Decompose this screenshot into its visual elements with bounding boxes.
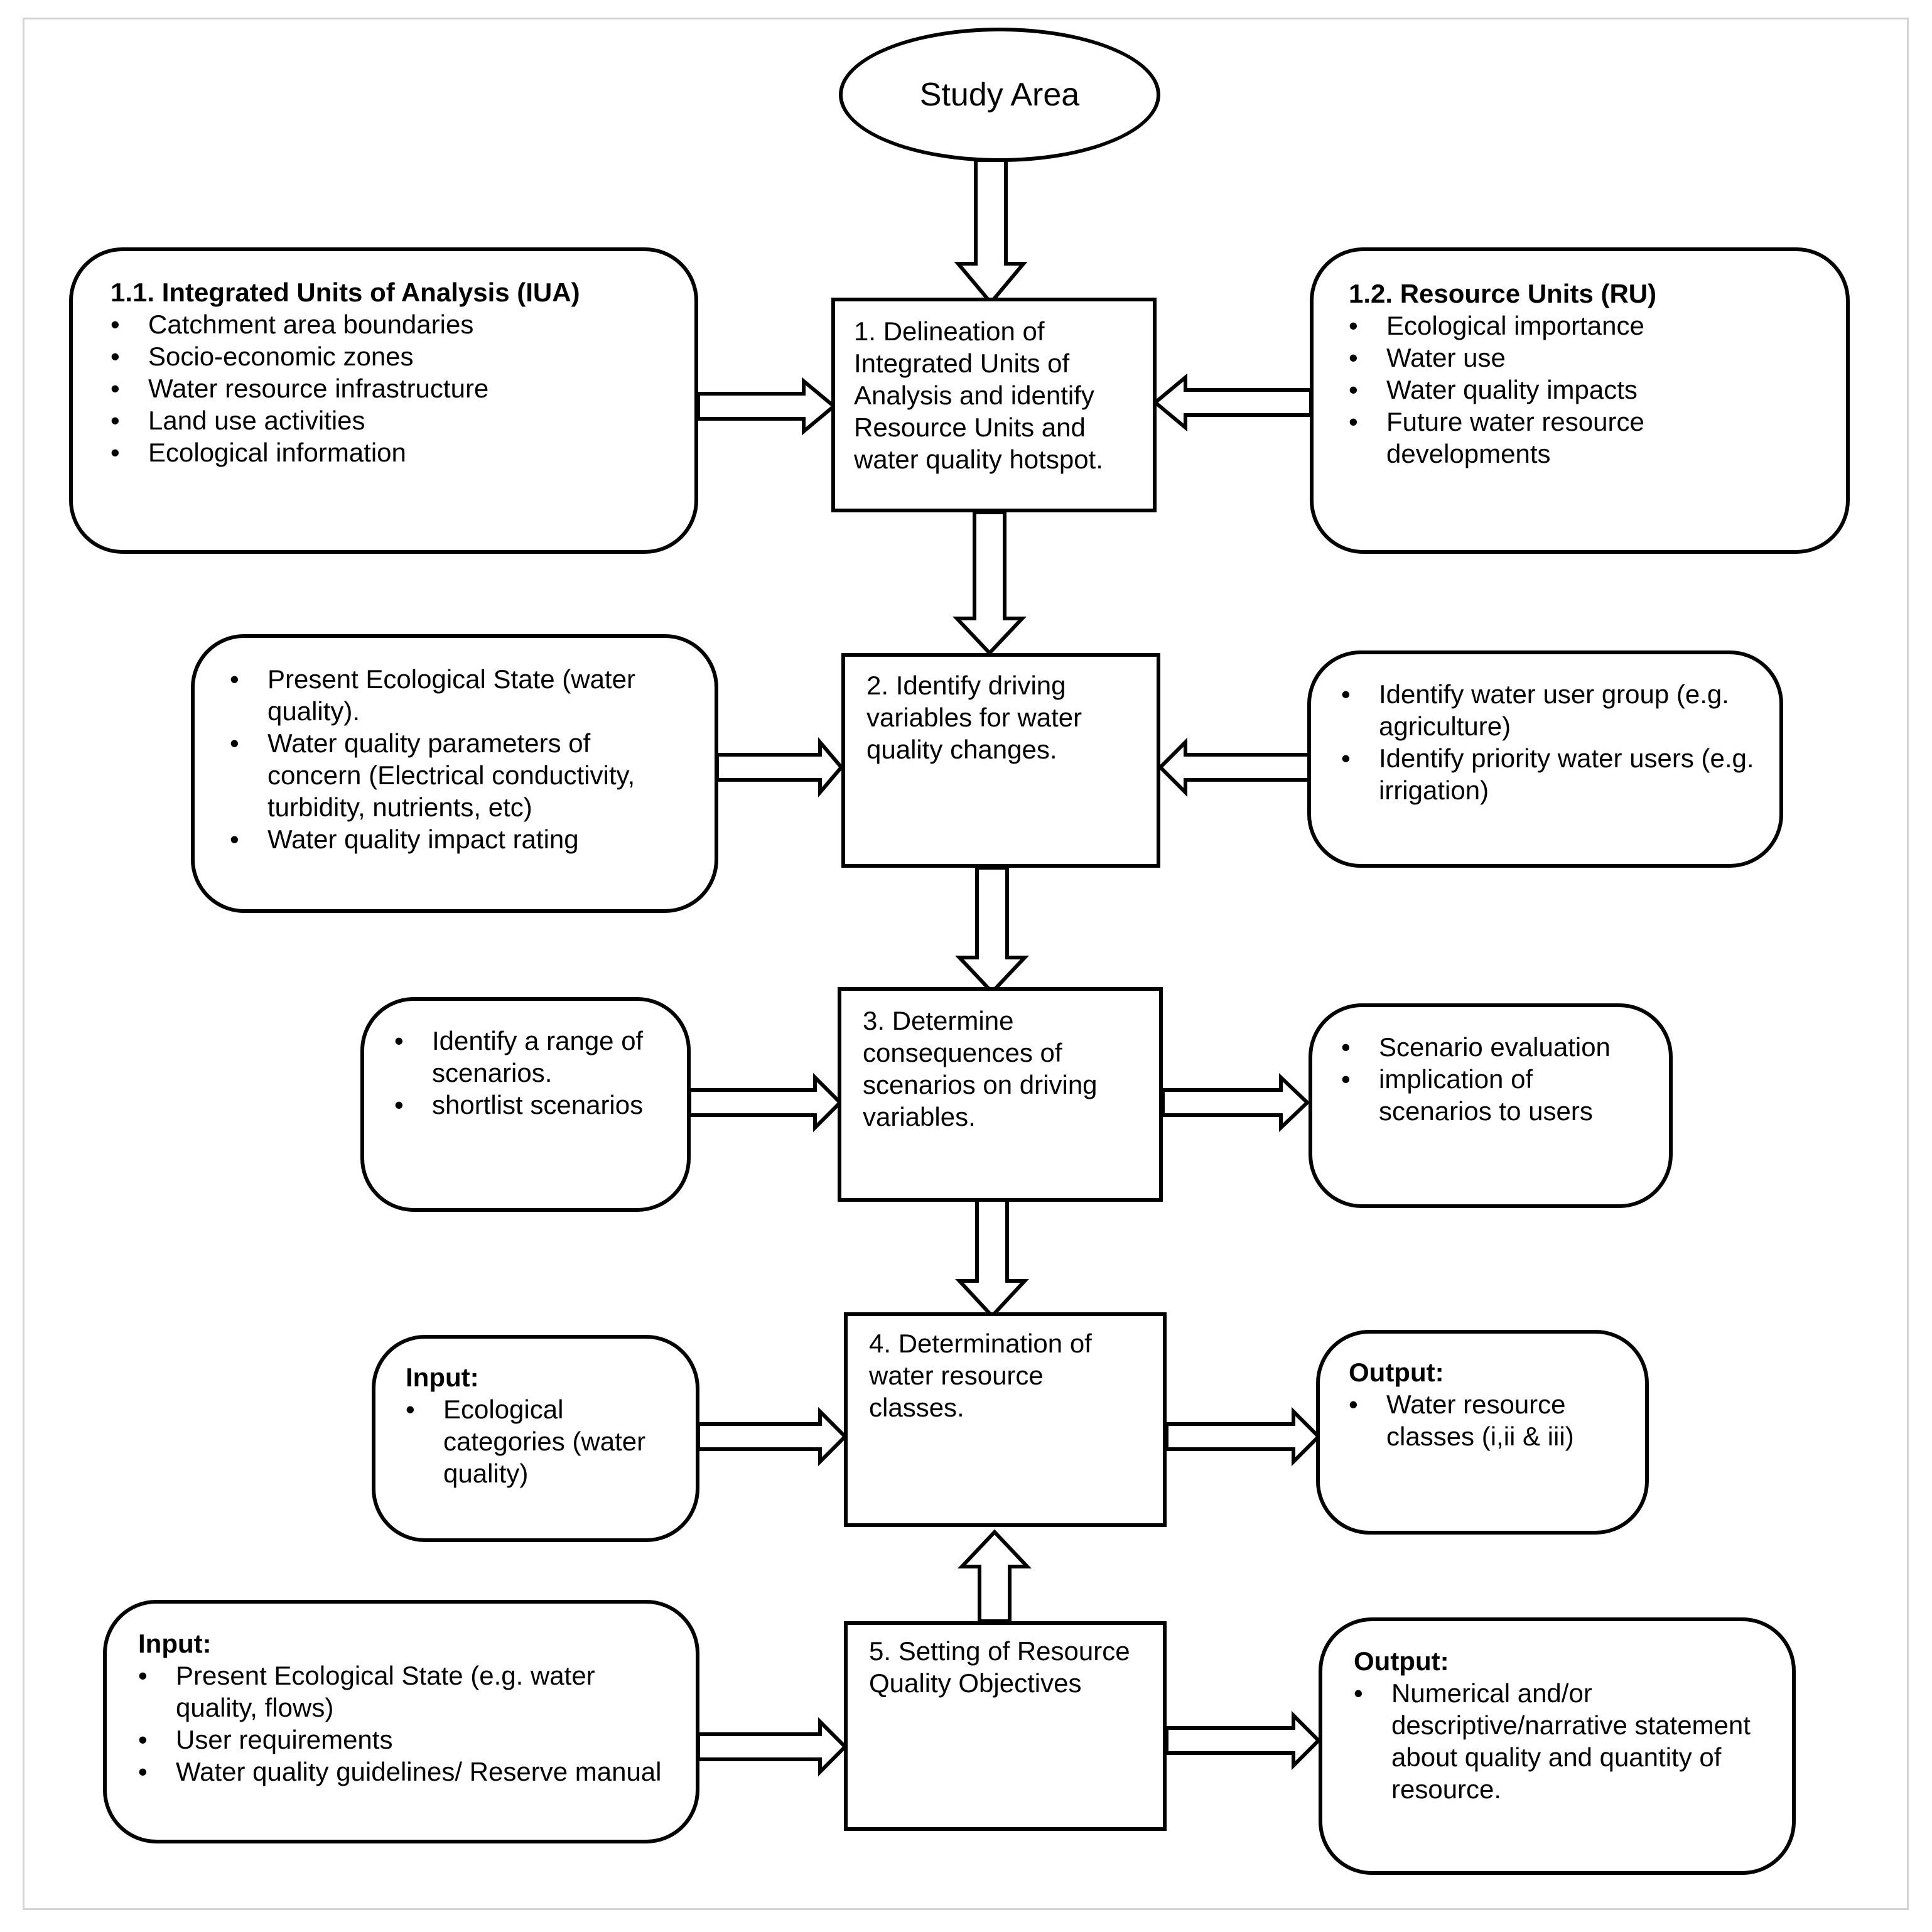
list-item: shortlist scenarios [394,1089,662,1121]
arrow-step4input-to-step4 [696,1406,848,1467]
diagram-frame [23,18,1909,1910]
arrow-step3left-to-step3 [688,1072,843,1133]
step-2-label: 2. Identify driving variables for water … [866,671,1082,764]
step3-right-box: Scenario evaluation implication of scena… [1309,1003,1673,1208]
arrow-step2right-to-step2 [1157,737,1312,797]
arrow-step2-to-step3 [955,866,1029,995]
step2-right-box: Identify water user group (e.g. agricult… [1307,650,1783,868]
step4-input-heading: Input: [406,1363,479,1392]
list-item: Identify water user group (e.g. agricult… [1341,678,1754,742]
step3-right-list: Scenario evaluation implication of scena… [1341,1031,1646,1127]
arrow-step3-to-step4 [955,1196,1029,1319]
iua-list: Catchment area boundaries Socio-economic… [111,308,657,468]
list-item: Present Ecological State (e.g. water qua… [138,1659,664,1724]
step-1-label: 1. Delineation of Integrated Units of An… [854,316,1103,474]
arrow-study-to-step1 [954,158,1028,306]
list-item: Identify priority water users (e.g. irri… [1341,742,1754,806]
step5-input-heading: Input: [138,1629,212,1658]
list-item: Water use [1349,342,1811,374]
ru-box: 1.2. Resource Units (RU) Ecological impo… [1310,247,1850,554]
list-item: Numerical and/or descriptive/narrative s… [1354,1677,1767,1805]
list-item: Water quality impact rating [230,823,683,855]
arrow-step5-to-step4 [958,1529,1032,1623]
step5-input-list: Present Ecological State (e.g. water qua… [138,1659,664,1788]
step-3-box: 3. Determine consequences of scenarios o… [838,987,1163,1202]
step2-left-list: Present Ecological State (water quality)… [230,663,683,855]
list-item: Land use activities [111,404,657,436]
step5-output-list: Numerical and/or descriptive/narrative s… [1354,1677,1767,1805]
step4-output-list: Water resource classes (i,ii & iii) [1349,1388,1620,1452]
list-item: Ecological categories (water quality) [406,1393,671,1489]
step-5-box: 5. Setting of Resource Quality Objective… [844,1621,1167,1831]
step4-input-box: Input: Ecological categories (water qual… [372,1335,699,1542]
arrow-step1-to-step2 [953,510,1027,656]
list-item: Water quality guidelines/ Reserve manual [138,1756,664,1788]
arrow-step2left-to-step2 [715,737,844,798]
step3-left-box: Identify a range of scenarios. shortlist… [360,997,691,1212]
study-area-label: Study Area [919,77,1080,113]
list-item: Future water resource developments [1349,406,1811,470]
step4-output-heading: Output: [1349,1357,1444,1387]
step2-left-box: Present Ecological State (water quality)… [191,634,718,913]
list-item: Socio-economic zones [111,340,657,372]
step-4-box: 4. Determination of water resource class… [844,1312,1167,1527]
study-area-node: Study Area [839,28,1160,162]
list-item: Water resource infrastructure [111,372,657,404]
list-item: Water quality parameters of concern (Ele… [230,727,683,823]
list-item: Ecological information [111,436,657,468]
arrow-step5input-to-step5 [696,1717,848,1777]
list-item: Water resource classes (i,ii & iii) [1349,1388,1620,1452]
ru-list: Ecological importance Water use Water qu… [1349,310,1811,470]
list-item: Catchment area boundaries [111,308,657,340]
iua-heading: 1.1. Integrated Units of Analysis (IUA) [111,278,580,307]
list-item: Scenario evaluation [1341,1031,1646,1063]
list-item: Identify a range of scenarios. [394,1025,662,1089]
step5-output-box: Output: Numerical and/or descriptive/nar… [1319,1617,1796,1875]
list-item: Present Ecological State (water quality)… [230,663,683,727]
arrow-step4-to-step4output [1165,1406,1322,1467]
list-item: Water quality impacts [1349,374,1811,406]
list-item: Ecological importance [1349,310,1811,342]
arrow-step3-to-step3right [1161,1073,1310,1132]
step2-right-list: Identify water user group (e.g. agricult… [1341,678,1754,806]
arrow-iua-to-step1 [696,377,837,436]
step-4-label: 4. Determination of water resource class… [869,1329,1092,1422]
step-1-box: 1. Delineation of Integrated Units of An… [831,298,1157,512]
arrow-ru-to-step1 [1152,373,1313,432]
ru-heading: 1.2. Resource Units (RU) [1349,279,1657,308]
step5-input-box: Input: Present Ecological State (e.g. wa… [103,1600,699,1843]
iua-box: 1.1. Integrated Units of Analysis (IUA) … [69,247,698,554]
arrow-step5-to-step5output [1165,1710,1322,1771]
list-item: User requirements [138,1724,664,1756]
step4-output-box: Output: Water resource classes (i,ii & i… [1316,1330,1649,1535]
step-2-box: 2. Identify driving variables for water … [841,653,1160,868]
list-item: implication of scenarios to users [1341,1063,1646,1127]
step4-input-list: Ecological categories (water quality) [406,1393,671,1489]
step-3-label: 3. Determine consequences of scenarios o… [863,1006,1098,1131]
step5-output-heading: Output: [1354,1646,1449,1676]
step-5-label: 5. Setting of Resource Quality Objective… [869,1636,1130,1698]
step3-left-list: Identify a range of scenarios. shortlist… [394,1025,662,1121]
